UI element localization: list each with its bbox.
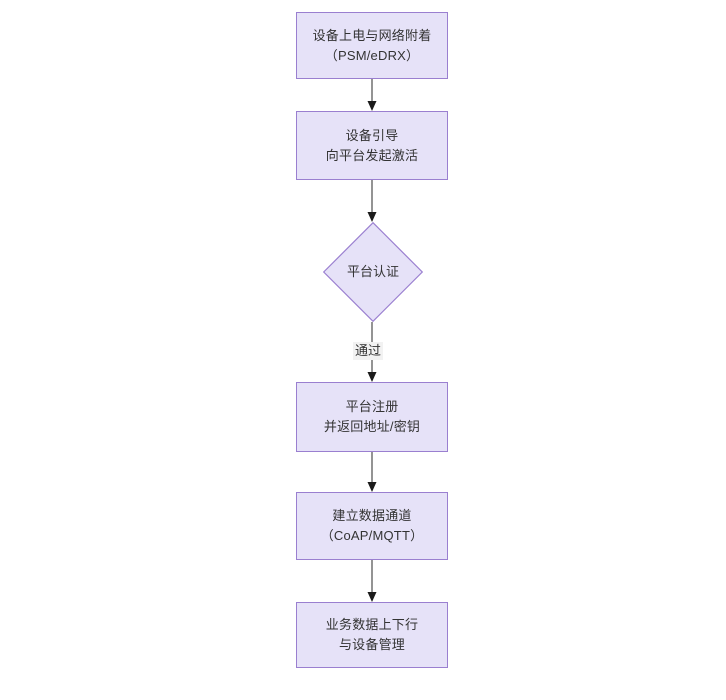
node-data-channel[interactable]: 建立数据通道 （CoAP/MQTT） [296,492,448,560]
node-label: 平台注册 并返回地址/密钥 [323,399,421,434]
node-device-power-on[interactable]: 设备上电与网络附着 （PSM/eDRX） [296,12,448,79]
node-label: 设备引导 向平台发起激活 [325,127,419,163]
edge-label-pass: 通过 [353,342,384,360]
diamond-shape [323,222,423,322]
node-label: 平台认证 [346,264,399,279]
node-label: 业务数据上下行 与设备管理 [325,617,419,652]
edge-register-to-channel [367,452,377,492]
node-platform-register[interactable]: 平台注册 并返回地址/密钥 [296,382,448,452]
node-label: 建立数据通道 （CoAP/MQTT） [320,508,424,543]
node-platform-auth-decision[interactable]: 平台认证 [323,222,423,322]
node-device-bootstrap[interactable]: 设备引导 向平台发起激活 [296,111,448,180]
node-business-data[interactable]: 业务数据上下行 与设备管理 [296,602,448,668]
edge-bootstrap-to-auth [367,180,377,222]
node-label: 设备上电与网络附着 （PSM/eDRX） [312,27,432,63]
edge-power-on-to-bootstrap [367,79,377,111]
edge-channel-to-business [367,560,377,602]
